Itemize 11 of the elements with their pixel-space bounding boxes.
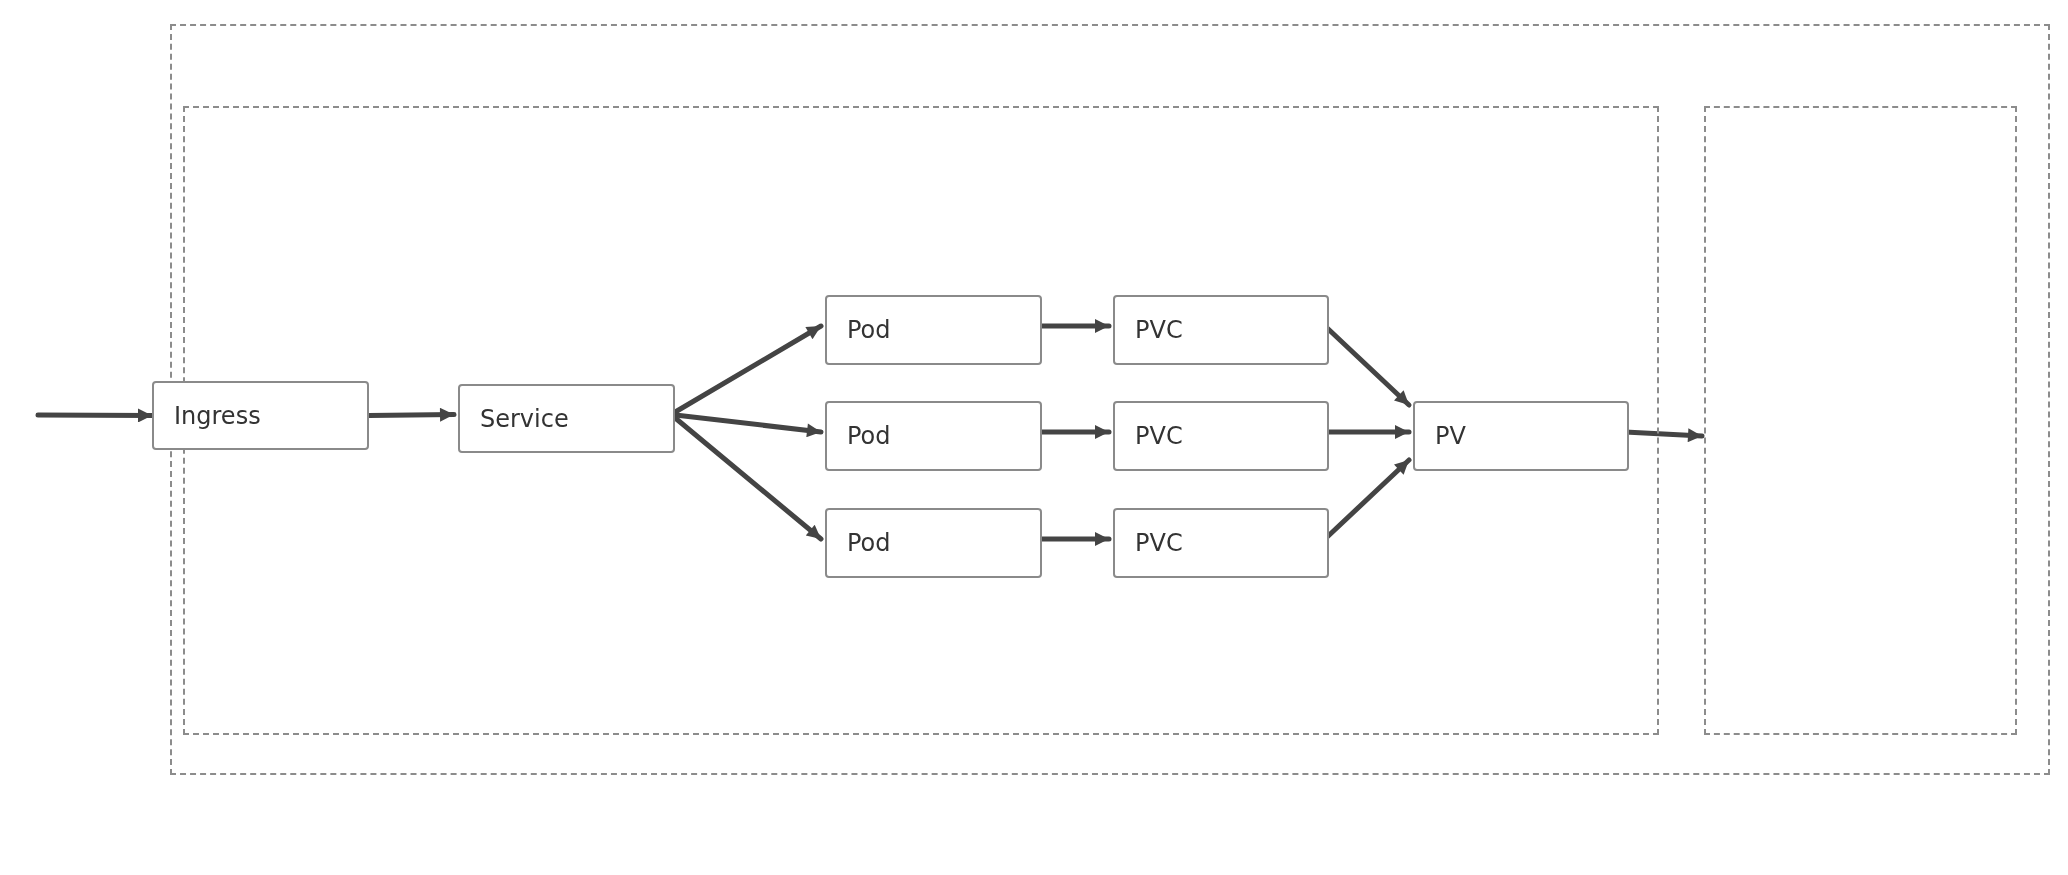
process-box: Pod — [825, 401, 1042, 471]
process-box: PVC — [1113, 295, 1329, 365]
dashed-container — [1704, 106, 2017, 735]
process-box: Pod — [825, 508, 1042, 578]
process-box: Ingress — [152, 381, 369, 450]
dashed-container — [170, 24, 2050, 775]
process-box: Pod — [825, 295, 1042, 365]
process-box: PV — [1413, 401, 1629, 471]
process-box: PVC — [1113, 401, 1329, 471]
process-box: PVC — [1113, 508, 1329, 578]
process-box: Service — [458, 384, 675, 453]
